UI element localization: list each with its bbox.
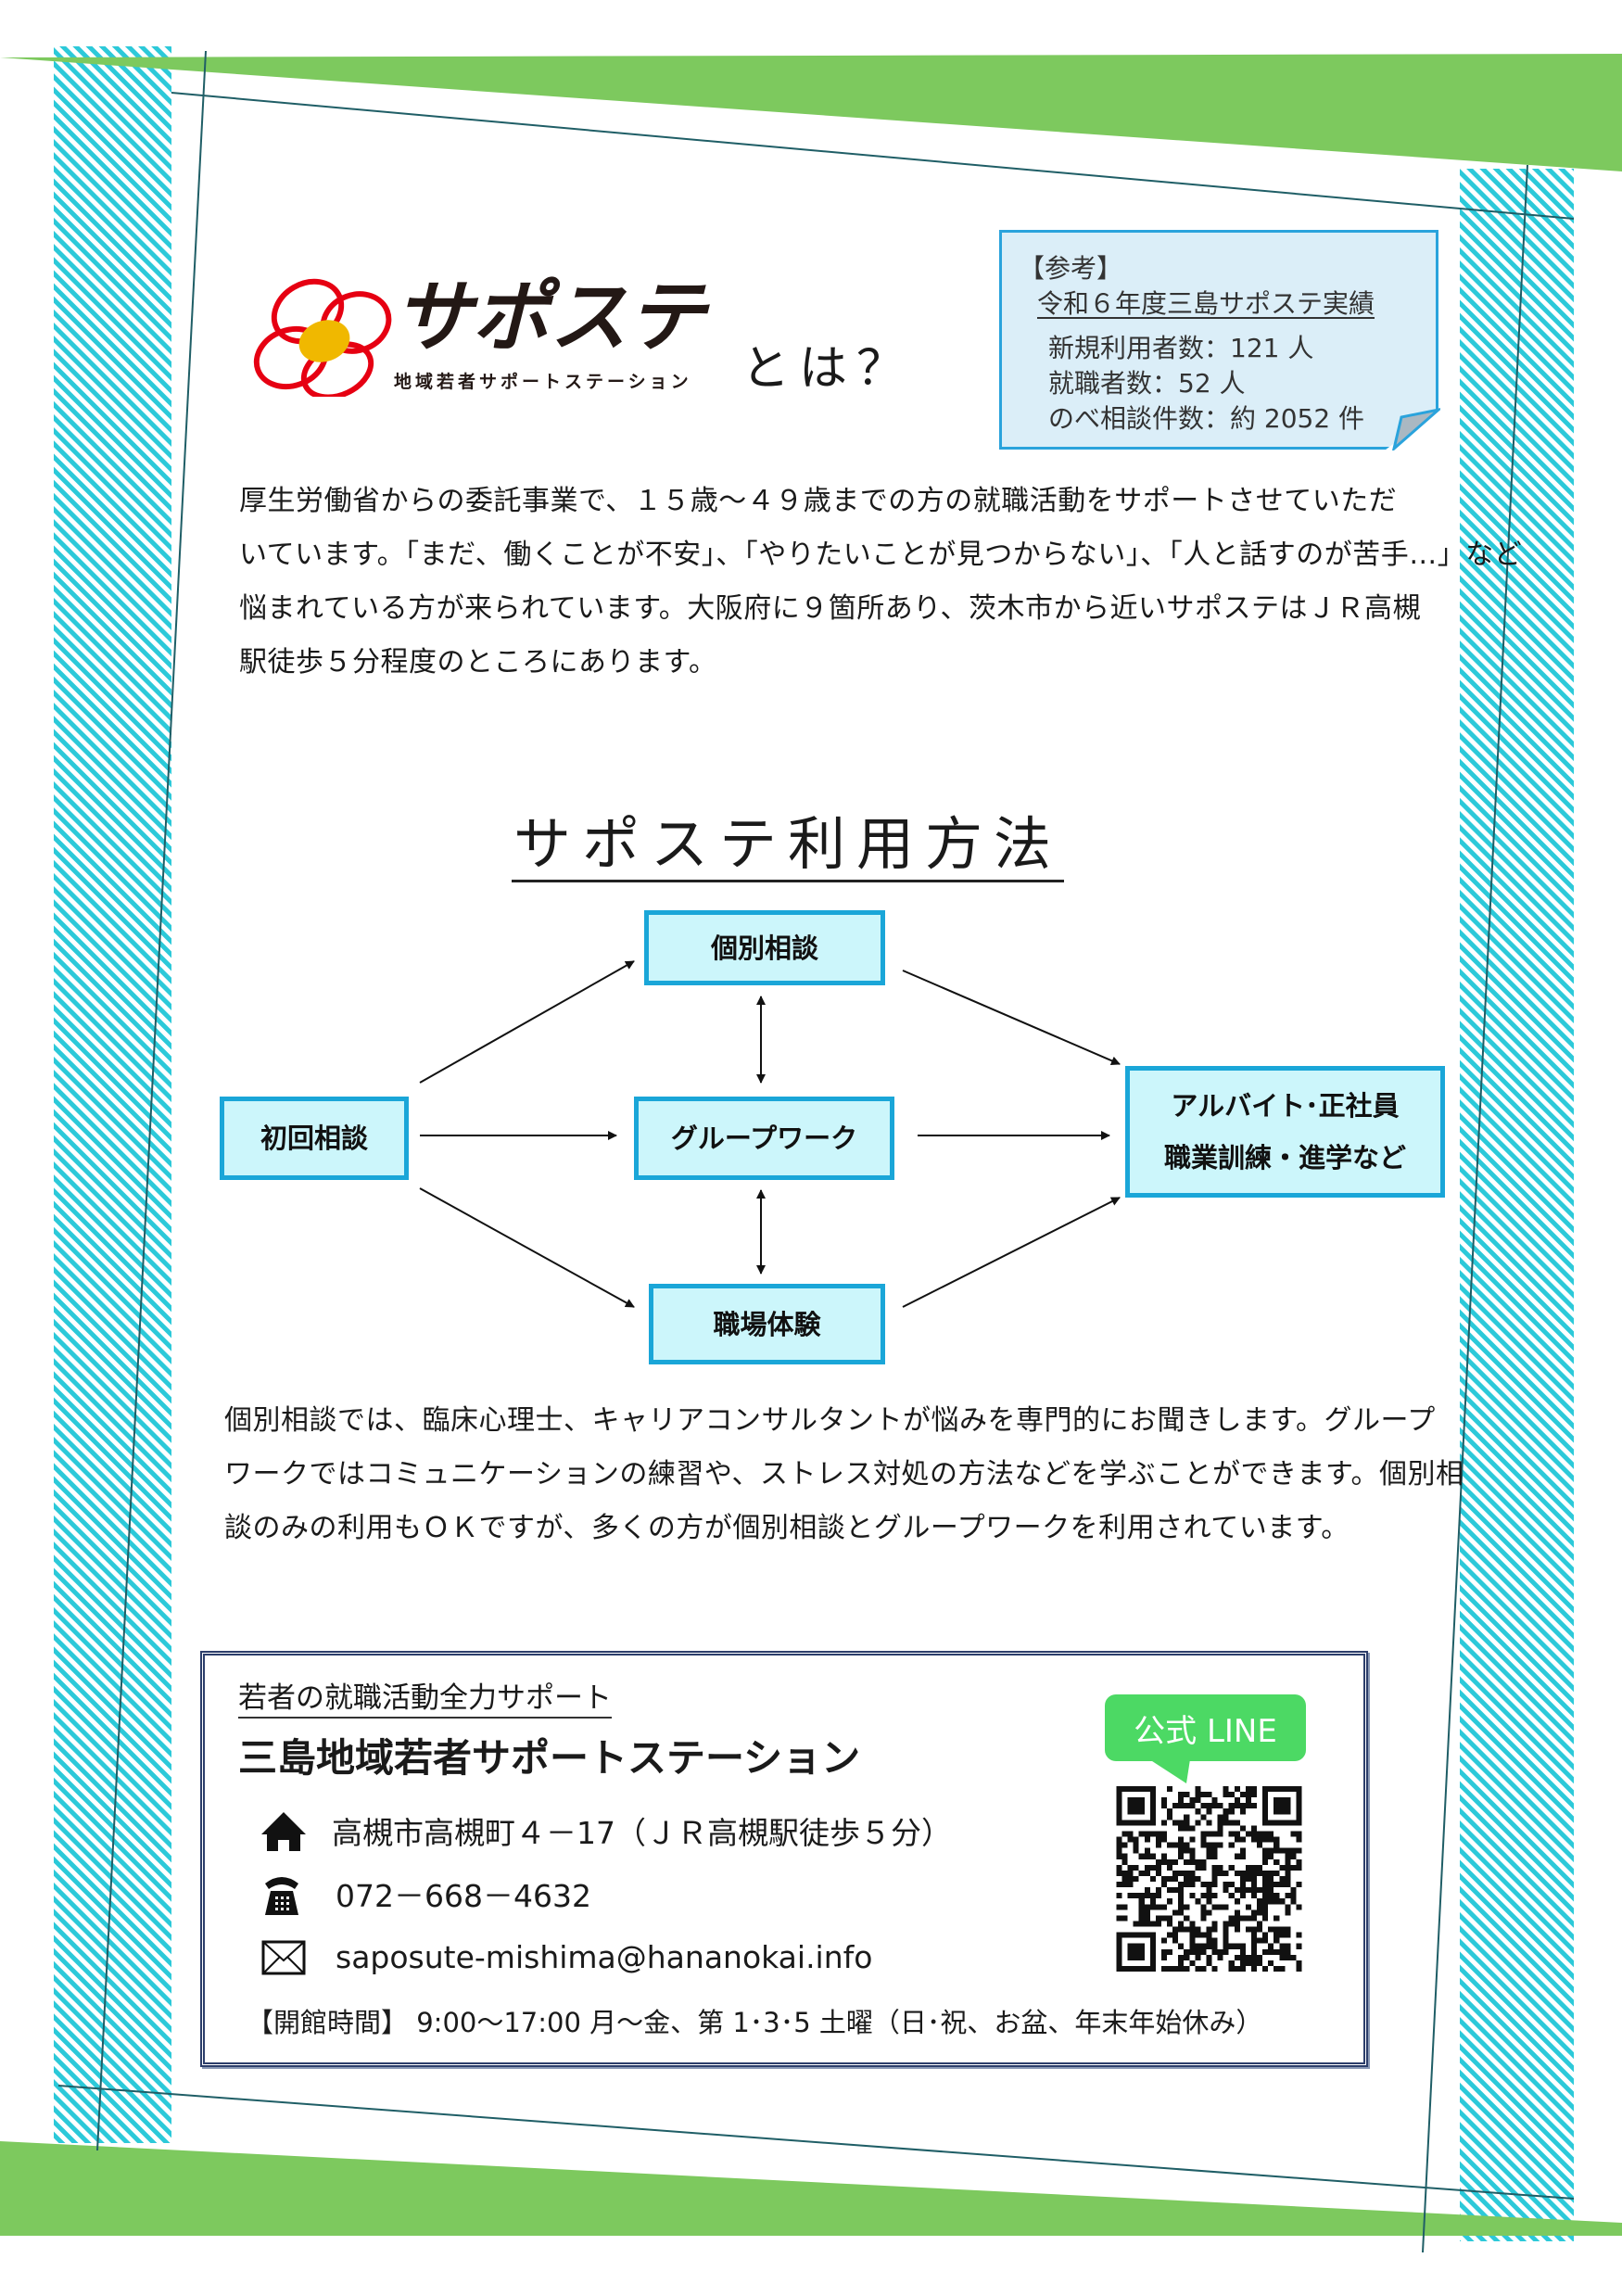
flow-title: サポステ利用方法 [511,810,1064,882]
contact-phone[interactable]: 072－668－4632 [336,1878,591,1914]
contact-email[interactable]: saposute-mishima@hananokai.info [336,1939,873,1975]
left-hatched-strip [54,46,171,2143]
logo-subtitle: 地域若者サポートステーション [394,372,692,392]
stat-new-users: 新規利用者数：121 人 [1048,333,1314,363]
intro-line: 駅徒歩５分程度のところにあります。 [239,646,717,679]
intro-line: 厚生労働省からの委託事業で、１５歳～４９歳までの方の就職活動をサポートさせていた… [239,485,1398,517]
home-icon [261,1812,306,1851]
node-first-consultation: 初回相談 [220,1097,409,1180]
flower-logo-icon [253,278,392,400]
reference-label: 【参考】 [1019,253,1123,284]
frame-line-bottom [57,2085,1575,2200]
right-hatched-strip [1460,169,1574,2241]
bottom-green-band [0,2141,1622,2236]
node-label: 初回相談 [260,1123,368,1154]
contact-tagline: 若者の就職活動全力サポート [238,1680,612,1719]
description-line: 個別相談では、臨床心理士、キャリアコンサルタントが悩みを専門的にお聞きします。グ… [224,1404,1436,1437]
arrow-individual-to-outcome [902,970,1121,1066]
reference-heading: 令和６年度三島サポステ実績 [1037,288,1375,319]
mail-icon [261,1940,306,1975]
title-suffix: とは？ [741,341,915,397]
page-curl-icon [1392,408,1440,450]
reference-note: 【参考】 令和６年度三島サポステ実績 新規利用者数：121 人 就職者数：52 … [999,230,1438,450]
stat-employed: 就職者数：52 人 [1048,368,1246,399]
telephone-icon [265,1877,298,1915]
arrow-workplace-to-outcome [902,1197,1121,1308]
node-individual-consultation: 個別相談 [644,910,885,985]
node-label: グループワーク [670,1123,858,1154]
speech-bubble-tail [1149,1759,1190,1783]
contact-name: 三島地域若者サポートステーション [238,1735,861,1781]
flow-title-wrap: サポステ利用方法 [0,797,1576,882]
arrow-first-to-individual [419,960,635,1084]
qr-modules [1116,1786,1302,1972]
official-line-badge[interactable]: 公式 LINE [1105,1694,1306,1761]
logo-text: サポステ [394,272,706,362]
description-paragraph: 個別相談では、臨床心理士、キャリアコンサルタントが悩みを専門的にお聞きします。グ… [224,1394,1464,1555]
node-label: 個別相談 [710,932,818,964]
top-green-band [0,54,1622,171]
node-workplace-experience: 職場体験 [649,1284,885,1364]
intro-paragraph: 厚生労働省からの委託事業で、１５歳～４９歳までの方の就職活動をサポートさせていた… [239,475,1522,690]
saposute-logo [252,276,396,400]
frame-line-top [171,92,1575,220]
contact-address: 高槻市高槻町４－17（ＪＲ高槻駅徒歩５分） [332,1815,952,1851]
node-group-work: グループワーク [634,1097,894,1180]
stat-consultations: のべ相談件数：約 2052 件 [1048,403,1365,434]
arrow-first-to-workplace [419,1187,635,1308]
line-qr-code[interactable] [1115,1786,1303,1972]
opening-hours: 【開館時間】 9:00～17:00 月～金、第 1･3･5 土曜（日･祝、お盆、… [247,2007,1263,2038]
description-line: ワークではコミュニケーションの練習や、ストレス対処の方法などを学ぶことができます… [224,1458,1464,1490]
frame-line-right [1422,164,1528,2253]
node-label: 職業訓練・進学など [1163,1142,1406,1173]
node-label: アルバイト･正社員 [1171,1090,1400,1122]
intro-line: 悩まれている方が来られています。大阪府に９箇所あり、茨木市から近いサポステはＪＲ… [239,592,1421,625]
frame-line-left [96,50,207,2151]
node-label: 職場体験 [713,1308,821,1340]
node-outcome: アルバイト･正社員 職業訓練・進学など [1125,1066,1445,1198]
intro-line: いています。「まだ、働くことが不安」、「やりたいことが見つからない」、「人と話す… [239,539,1523,571]
line-label: 公式 LINE [1134,1712,1277,1750]
description-line: 談のみの利用もＯＫですが、多くの方が個別相談とグループワークを利用されています。 [224,1512,1350,1544]
